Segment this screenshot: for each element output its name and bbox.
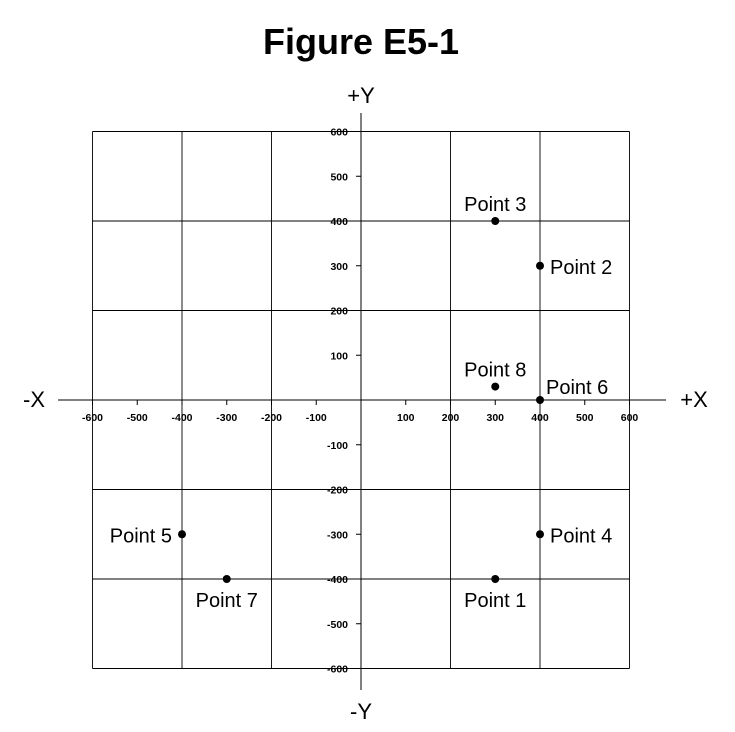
point-label: Point 1: [464, 590, 526, 612]
y-tick-label: -400: [327, 574, 348, 586]
y-tick-label: -300: [327, 529, 348, 541]
data-points: Point 1 Point 2 Point 3 Point 4 Point 5 Point…: [110, 194, 613, 612]
y-tick-label: 200: [330, 306, 348, 318]
point-label: Point 7: [196, 590, 258, 612]
point-label: Point 6: [546, 377, 608, 399]
y-tick-label: 500: [330, 171, 348, 183]
axis-label-y-negative: -Y: [350, 699, 372, 724]
point-label: Point 4: [550, 525, 612, 547]
y-tick-label: -600: [327, 664, 348, 676]
data-point: [222, 575, 231, 583]
data-point: [536, 396, 544, 404]
data-point: [491, 382, 500, 391]
axis-label-x-positive: +X: [680, 387, 708, 412]
chart-title: Figure E5-1: [263, 21, 459, 62]
y-tick-label: 100: [330, 350, 348, 362]
point-label: Point 8: [464, 360, 526, 382]
x-tick-label: -300: [216, 412, 237, 424]
axis-label-x-negative: -X: [23, 387, 45, 412]
data-point: [491, 575, 500, 583]
y-tick-label: 400: [330, 216, 348, 228]
x-tick-label: -200: [261, 412, 282, 424]
x-tick-label: -500: [127, 412, 148, 424]
x-tick-label: -100: [306, 412, 327, 424]
y-tick-label: -200: [327, 485, 348, 497]
x-tick-label: 300: [486, 412, 504, 424]
x-tick-label: 200: [442, 412, 460, 424]
point-label: Point 5: [110, 525, 172, 547]
x-tick-label: 600: [621, 412, 639, 424]
data-point: [536, 530, 544, 539]
data-point: [536, 261, 544, 270]
y-tick-label: -100: [327, 440, 348, 452]
x-tick-label: 400: [531, 412, 549, 424]
point-label: Point 3: [464, 194, 526, 216]
axis-label-y-positive: +Y: [347, 83, 375, 108]
point-label: Point 2: [550, 257, 612, 279]
x-tick-label: -600: [82, 412, 103, 424]
x-tick-label: 500: [576, 412, 594, 424]
y-tick-label: 300: [330, 261, 348, 273]
axes: [58, 113, 666, 690]
y-tick-label: -500: [327, 619, 348, 631]
tick-labels: -600 -500 -400 -300 -200 -100 100 200 300 400 500 6…: [82, 127, 638, 676]
data-point: [178, 530, 186, 539]
data-point: [491, 217, 500, 225]
x-tick-label: 100: [397, 412, 415, 424]
y-tick-label: 600: [330, 127, 348, 139]
x-tick-label: -400: [171, 412, 192, 424]
